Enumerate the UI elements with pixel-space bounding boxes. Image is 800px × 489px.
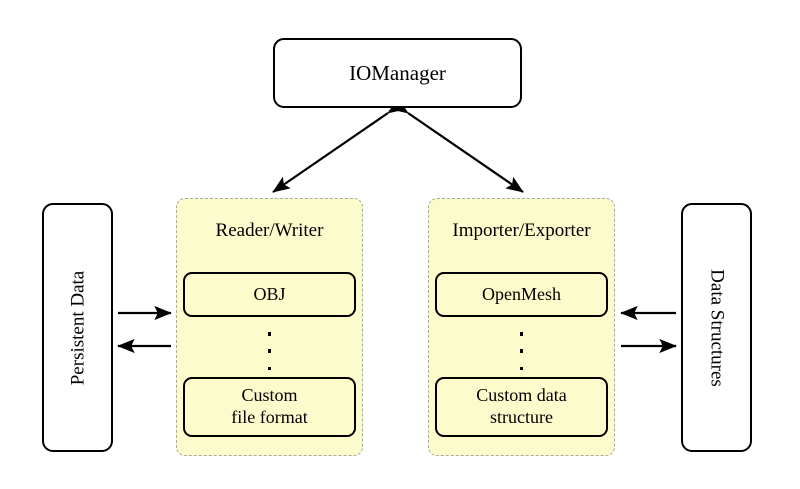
importer-exporter-ellipsis-icon: [429, 332, 614, 370]
reader-writer-item-custom-line2: file format: [231, 407, 308, 427]
persistent-data-label: Persistent Data: [67, 270, 88, 385]
panel-reader-writer: Reader/Writer OBJ Custom file format: [176, 198, 363, 456]
io-manager-box[interactable]: IOManager: [273, 38, 522, 108]
panel-importer-exporter-title: Importer/Exporter: [452, 220, 591, 241]
importer-exporter-item-custom-data-structure[interactable]: Custom data structure: [435, 377, 608, 437]
importer-exporter-item-openmesh[interactable]: OpenMesh: [435, 272, 608, 317]
panel-reader-writer-title: Reader/Writer: [215, 220, 324, 241]
reader-writer-item-obj-label: OBJ: [253, 283, 286, 304]
importer-exporter-item-openmesh-label: OpenMesh: [482, 283, 561, 304]
importer-exporter-item-custom-line1: Custom data: [476, 385, 567, 406]
arrow-manager-importer-exporter: [390, 97, 524, 193]
io-manager-label: IOManager: [349, 60, 446, 85]
importer-exporter-item-custom-line2: structure: [490, 407, 553, 427]
panel-importer-exporter: Importer/Exporter OpenMesh Custom data s…: [428, 198, 615, 456]
data-structures-box[interactable]: Data Structures: [681, 203, 752, 452]
arrow-manager-reader-writer: [272, 97, 406, 193]
reader-writer-ellipsis-icon: [177, 332, 362, 370]
reader-writer-item-custom-line1: Custom: [241, 385, 298, 406]
data-structures-label: Data Structures: [706, 268, 727, 387]
persistent-data-box[interactable]: Persistent Data: [42, 203, 113, 452]
reader-writer-item-custom-file-format[interactable]: Custom file format: [183, 377, 356, 437]
reader-writer-item-obj[interactable]: OBJ: [183, 272, 356, 317]
